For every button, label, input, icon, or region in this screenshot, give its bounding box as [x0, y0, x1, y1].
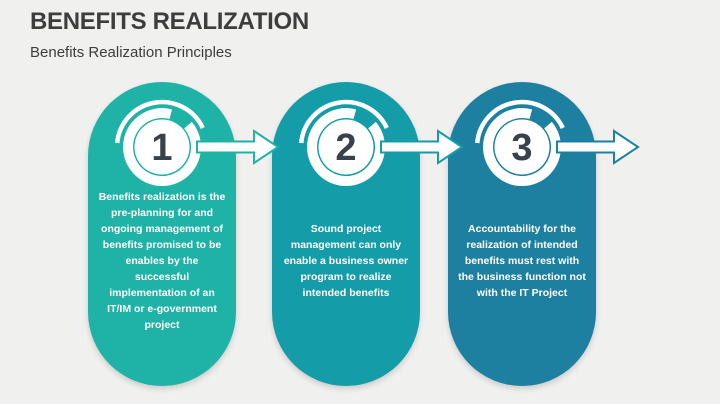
step-circle-arrow-icon: 1 [114, 99, 280, 187]
slide-title: BENEFITS REALIZATION [30, 8, 309, 35]
outer-ring-arc [474, 99, 565, 144]
principle-description: Accountability for the realization of in… [457, 200, 587, 322]
principle-text: Sound project management can only enable… [283, 223, 409, 299]
principle-text: Benefits realization is the pre-planning… [98, 191, 226, 331]
right-arrow-icon [380, 129, 464, 165]
number-circle [134, 119, 190, 175]
number-circle [494, 119, 550, 175]
slide-subtitle: Benefits Realization Principles [30, 44, 232, 61]
principle-description: Sound project management can only enable… [281, 200, 411, 322]
right-arrow-icon [196, 129, 280, 165]
inner-ring-arc [123, 108, 202, 187]
step-number: 3 [511, 127, 532, 169]
outer-ring-arc [298, 99, 389, 144]
step-circle-arrow-icon: 2 [298, 99, 464, 187]
step-circle-arrow-icon: 3 [474, 99, 640, 187]
right-arrow-icon [556, 129, 640, 165]
number-circle [318, 119, 374, 175]
principle-text: Accountability for the realization of in… [458, 223, 586, 299]
inner-ring-arc [483, 108, 562, 187]
outer-ring-arc [114, 99, 205, 144]
step-number: 2 [335, 127, 356, 169]
step-number: 1 [151, 127, 172, 169]
inner-ring-arc [307, 108, 386, 187]
principle-description: Benefits realization is the pre-planning… [97, 191, 227, 331]
